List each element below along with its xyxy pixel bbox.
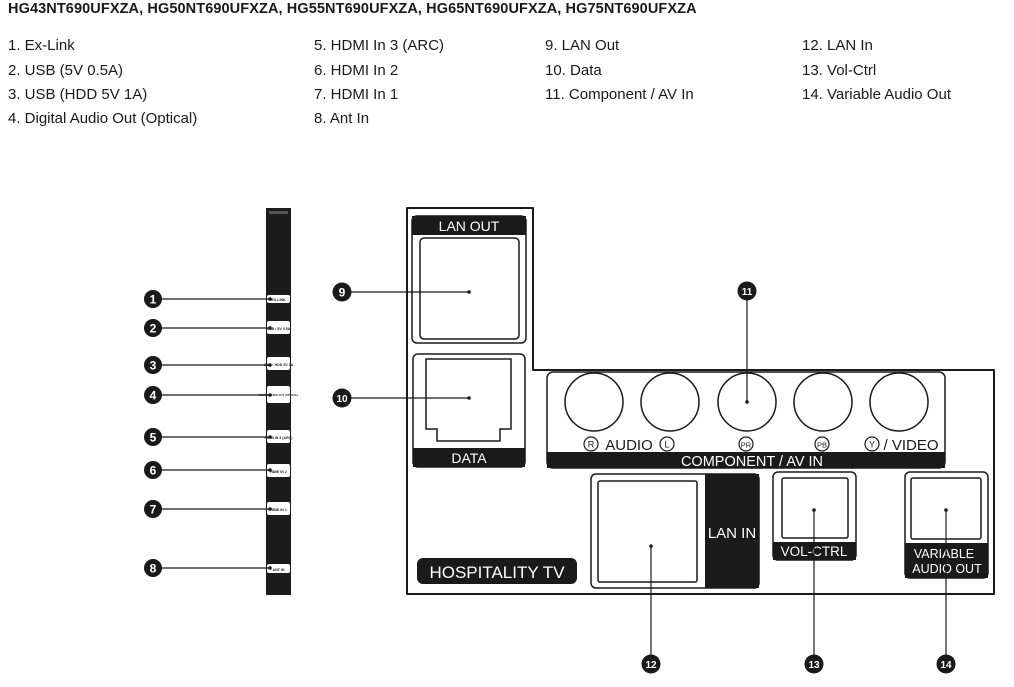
legend-item-2: 2. USB (5V 0.5A): [8, 62, 124, 79]
legend-item-1: 1. Ex-Link: [8, 37, 75, 54]
legend-item-8: 8. Ant In: [314, 110, 370, 127]
legend-item-14: 14. Variable Audio Out: [802, 86, 951, 103]
legend-item-4: 4. Digital Audio Out (Optical): [8, 110, 198, 127]
component-label: COMPONENT / AV IN: [681, 454, 823, 470]
side-leader-lines: [161, 298, 270, 569]
hospitality-label: HOSPITALITY TV: [429, 563, 565, 582]
legend-item-12: 12. LAN In: [802, 37, 873, 54]
y-video-jack: [869, 372, 929, 432]
side-port-usb-hdd: [267, 357, 290, 370]
audio-r-glyph: R: [588, 440, 595, 450]
hospitality-tv-badge: HOSPITALITY TV: [417, 558, 577, 584]
component-av-in-port: R L PR PB Y AUDIO / VIDEO COMPONENT / AV…: [546, 371, 946, 470]
legend-item-10: 10. Data: [545, 62, 602, 79]
audio-label: AUDIO: [605, 437, 653, 454]
rear-leader-lines: [351, 291, 947, 658]
side-port-ant-in: [267, 564, 290, 573]
side-port-hdmi2: [267, 464, 290, 477]
callout-9: 9: [339, 286, 346, 300]
callout-13: 13: [808, 660, 820, 671]
callout-8: 8: [150, 562, 157, 576]
variable-label: VARIABLE: [914, 547, 974, 561]
callout-badges: 1 2 3 4 5 6 7 8 9 10 11 12 13 14: [144, 281, 956, 674]
lan-out-port: LAN OUT: [411, 215, 527, 344]
video-label: / VIDEO: [883, 437, 938, 454]
callout-10: 10: [336, 394, 348, 405]
side-port-hdmi3: [267, 430, 290, 443]
lan-in-port: LAN IN: [590, 473, 760, 589]
audio-l-jack: [640, 372, 700, 432]
pb-glyph: PB: [817, 441, 827, 450]
pb-jack: [793, 372, 853, 432]
callout-12: 12: [645, 660, 657, 671]
legend-item-5: 5. HDMI In 3 (ARC): [314, 37, 445, 54]
callout-1: 1: [150, 293, 157, 307]
audio-out-label: AUDIO OUT: [912, 562, 982, 576]
lan-out-label: LAN OUT: [439, 218, 500, 234]
side-port-label: USB • 5V 0.5A: [267, 327, 291, 331]
data-label: DATA: [451, 450, 487, 466]
legend-item-11: 11. Component / AV In: [545, 86, 694, 103]
side-port-label: USB • HDD 5V 1A: [264, 363, 294, 367]
callout-11: 11: [742, 287, 753, 298]
rear-panel-outline: [406, 207, 995, 595]
pr-glyph: PR: [741, 441, 752, 450]
callout-6: 6: [150, 464, 157, 478]
vol-ctrl-port: VOL-CTRL: [772, 471, 857, 561]
legend-item-9: 9. LAN Out: [545, 37, 620, 54]
data-port: DATA: [412, 353, 526, 468]
legend-item-3: 3. USB (HDD 5V 1A): [8, 86, 148, 103]
lan-in-label: LAN IN: [708, 525, 756, 542]
y-glyph: Y: [869, 440, 875, 450]
side-port-label: HDMI IN 1: [270, 508, 287, 512]
callout-4: 4: [150, 389, 157, 403]
callout-2: 2: [150, 322, 157, 336]
callout-7: 7: [150, 503, 157, 517]
side-port-optical: [267, 386, 290, 403]
side-port-hdmi1: [267, 502, 290, 515]
side-port-label: EX-LINK: [271, 298, 286, 302]
legend-item-13: 13. Vol-Ctrl: [802, 62, 877, 79]
side-panel: EX-LINK USB • 5V 0.5A USB • HDD 5V 1A DI…: [259, 208, 298, 595]
legend-item-6: 6. HDMI In 2: [314, 62, 399, 79]
callout-3: 3: [150, 359, 157, 373]
side-port-label: HDMI IN 2: [270, 470, 287, 474]
side-port-label: HDMI IN 3 (ARC): [265, 436, 294, 440]
audio-l-glyph: L: [664, 440, 669, 450]
legend-item-7: 7. HDMI In 1: [314, 86, 399, 103]
audio-r-jack: [564, 372, 624, 432]
side-port-label: DIGITAL AUDIO OUT (OPTICAL): [259, 393, 298, 397]
page-title: HG43NT690UFXZA, HG50NT690UFXZA, HG55NT69…: [8, 1, 697, 17]
side-port-usb: [267, 321, 290, 334]
side-port-label: ANT IN: [273, 568, 285, 572]
callout-5: 5: [150, 431, 157, 445]
side-port-ex-link: [267, 295, 290, 303]
callout-14: 14: [940, 660, 952, 671]
